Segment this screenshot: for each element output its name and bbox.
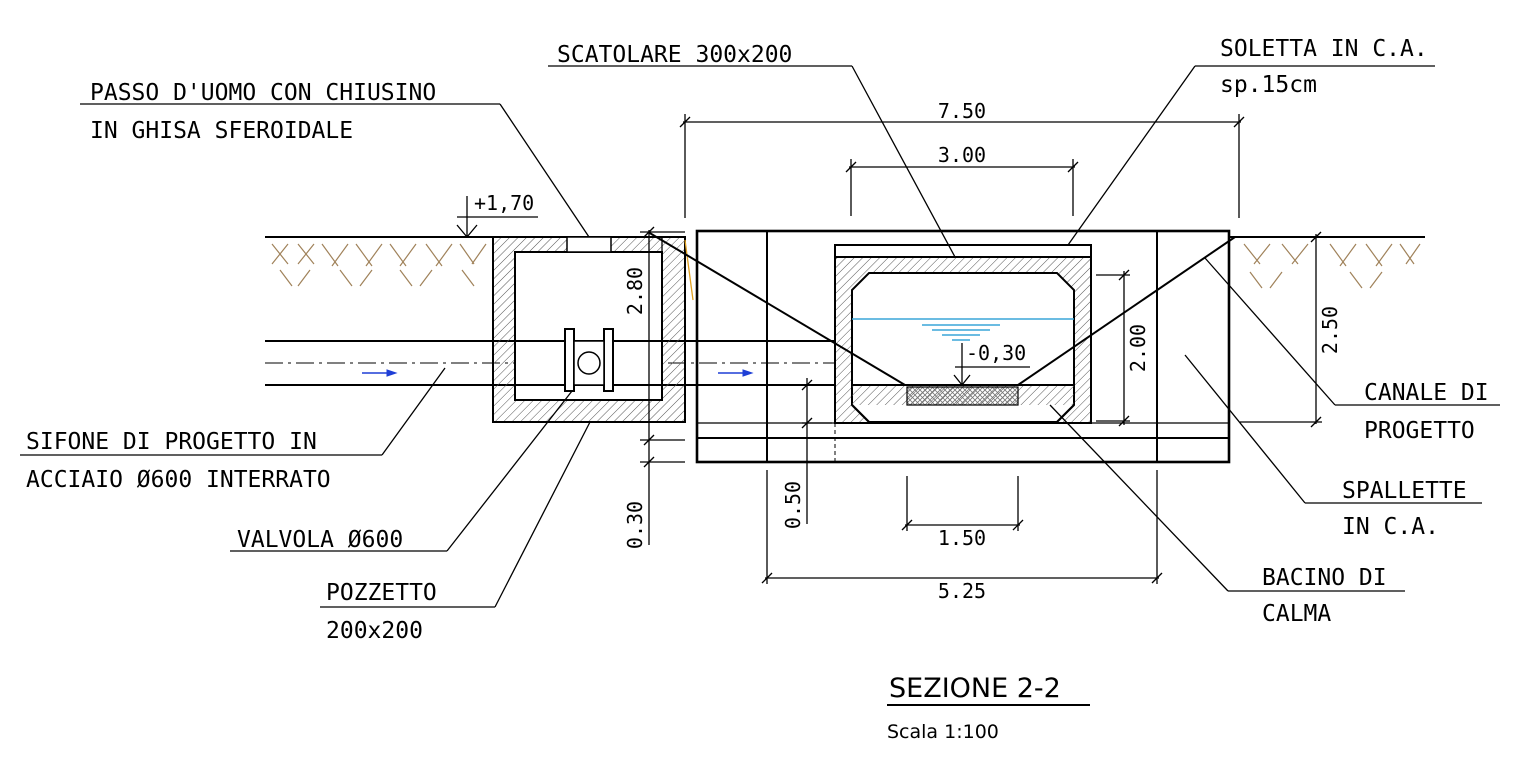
label-passo-uomo-line2: IN GHISA SFEROIDALE: [90, 118, 353, 144]
manhole-cover: [566, 236, 612, 253]
label-pozzetto-line2: 200x200: [326, 618, 423, 644]
dim-pit-depth-label: 2.80: [623, 267, 647, 315]
dim-box-width-label: 3.00: [938, 143, 986, 167]
callout-valvola: VALVOLA Ø600: [230, 390, 573, 553]
flow-arrow-icon: [718, 369, 754, 377]
label-bacino-line2: CALMA: [1262, 601, 1331, 627]
callout-canale: CANALE DI PROGETTO: [1204, 257, 1500, 444]
dim-channel-height: 2.50: [1240, 231, 1342, 428]
label-valvola: VALVOLA Ø600: [237, 527, 403, 553]
callout-soletta: SOLETTA IN C.A. sp.15cm: [1067, 36, 1435, 246]
water-level-label: -0,30: [966, 341, 1026, 365]
section-title-block: SEZIONE 2-2 Scala 1:100: [887, 673, 1090, 743]
label-canale-line2: PROGETTO: [1364, 418, 1475, 444]
soil-hatch-left: [271, 243, 487, 287]
callout-pozzetto: POZZETTO 200x200: [320, 421, 591, 644]
dim-bottom-offset-label: 0.30: [623, 501, 647, 549]
callout-spallette: SPALLETTE IN C.A.: [1184, 354, 1482, 540]
label-soletta-line1: SOLETTA IN C.A.: [1220, 36, 1428, 62]
label-sifone-line2: ACCIAIO Ø600 INTERRATO: [26, 467, 331, 493]
section-scale: Scala 1:100: [887, 721, 999, 743]
label-canale-line1: CANALE DI: [1364, 380, 1489, 406]
dim-basin-width-label: 1.50: [938, 526, 986, 550]
label-bacino-line1: BACINO DI: [1262, 565, 1387, 591]
sight-lines: [647, 231, 1236, 386]
callout-sifone: SIFONE DI PROGETTO IN ACCIAIO Ø600 INTER…: [20, 367, 446, 493]
callout-passo-uomo: PASSO D'UOMO CON CHIUSINO IN GHISA SFERO…: [80, 80, 590, 238]
label-spallette-line2: IN C.A.: [1342, 514, 1439, 540]
dim-basin-width: 1.50: [901, 476, 1024, 550]
dim-channel-height-label: 2.50: [1318, 306, 1342, 354]
channel-structure: [695, 229, 1231, 464]
label-passo-uomo-line1: PASSO D'UOMO CON CHIUSINO: [90, 80, 436, 106]
soil-hatch-right: [1243, 243, 1421, 289]
callout-bacino: BACINO DI CALMA: [1049, 404, 1405, 627]
ground-level-marker: +1,70: [456, 191, 538, 239]
label-scatolare: SCATOLARE 300x200: [557, 42, 792, 68]
dim-walls-width-label: 5.25: [938, 579, 986, 603]
dim-pit-depth: 2.80 0.30: [623, 226, 685, 549]
label-spallette-line1: SPALLETTE: [1342, 478, 1467, 504]
manhole-chamber: [492, 236, 694, 423]
dim-slab-thickness-label: 0.50: [781, 481, 805, 529]
dim-walls-width: 5.25: [761, 470, 1163, 603]
calming-basin: [906, 386, 1019, 406]
callout-scatolare: SCATOLARE 300x200: [548, 42, 956, 258]
dim-overall-width-label: 7.50: [938, 99, 986, 123]
ground-level-label: +1,70: [474, 191, 534, 215]
section-title: SEZIONE 2-2: [889, 673, 1061, 704]
label-pozzetto-line1: POZZETTO: [326, 580, 437, 606]
dim-box-height: 2.00: [1096, 269, 1150, 427]
water-level-marker: -0,30: [953, 341, 1030, 387]
flow-arrow-icon: [362, 369, 398, 377]
valve-icon: [564, 328, 614, 392]
dim-box-width: 3.00: [845, 143, 1079, 216]
dim-slab-thickness: 0.50: [781, 378, 832, 529]
dim-box-height-label: 2.00: [1126, 324, 1150, 372]
label-sifone-line1: SIFONE DI PROGETTO IN: [26, 429, 317, 455]
label-soletta-line2: sp.15cm: [1220, 72, 1317, 98]
water-level-icon: [852, 318, 1074, 341]
dim-overall-width: 7.50: [679, 99, 1245, 218]
top-slab: [834, 244, 1092, 258]
